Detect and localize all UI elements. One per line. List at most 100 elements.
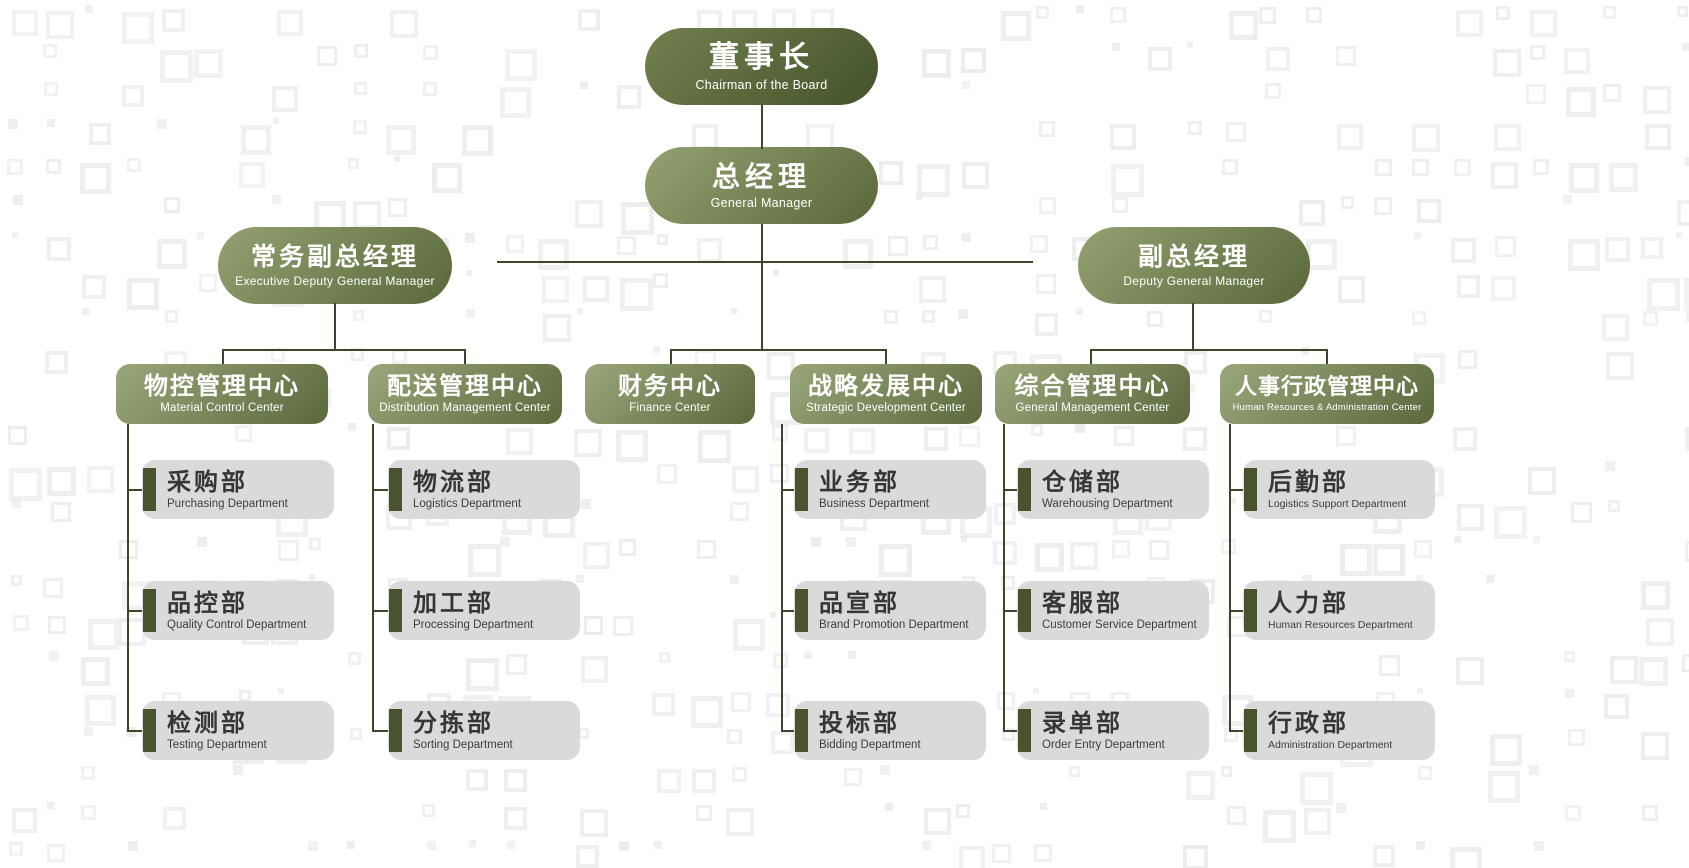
decorative-square (278, 688, 285, 695)
decorative-square (507, 840, 516, 849)
decorative-square (1456, 504, 1484, 532)
connector-line (334, 303, 336, 351)
decorative-square (1563, 651, 1575, 663)
decorative-square (1148, 540, 1169, 561)
department-title: 品控部 (167, 590, 248, 618)
decorative-square (1643, 310, 1659, 326)
connector-stub (781, 730, 796, 732)
decorative-square (1530, 10, 1558, 37)
decorative-square (1034, 312, 1058, 336)
decorative-square (46, 237, 71, 262)
center-title: 物控管理中心 (144, 372, 300, 400)
decorative-square (390, 10, 419, 39)
decorative-square (1413, 539, 1432, 558)
node-title: 董事长 (709, 41, 814, 75)
decorative-square (845, 537, 856, 548)
node-deputy-general-manager: 副总经理 Deputy General Manager (1078, 227, 1310, 304)
decorative-square (6, 159, 23, 176)
department-accent-bar (389, 709, 402, 752)
decorative-square (469, 840, 477, 848)
node-subtitle: Deputy General Manager (1123, 273, 1265, 288)
department-accent-bar (795, 589, 808, 632)
decorative-square (1529, 765, 1540, 776)
decorative-square (1182, 427, 1207, 452)
department-title: 加工部 (413, 590, 494, 618)
decorative-square (12, 9, 39, 36)
decorative-square (465, 657, 499, 691)
decorative-square (804, 650, 813, 659)
decorative-square (692, 769, 717, 794)
center-subtitle: Strategic Development Center (806, 402, 966, 415)
department-accent-bar (389, 468, 402, 511)
decorative-square (961, 47, 987, 73)
decorative-square (618, 539, 636, 557)
decorative-square (11, 232, 18, 239)
decorative-square (1000, 576, 1015, 591)
decorative-square (81, 766, 96, 781)
decorative-square (1526, 84, 1547, 105)
decorative-square (962, 162, 990, 190)
decorative-square (843, 767, 862, 786)
decorative-square (1451, 237, 1477, 263)
decorative-square (9, 842, 24, 857)
decorative-square (1336, 46, 1357, 67)
connector-stub (372, 489, 390, 491)
decorative-square (580, 808, 609, 837)
decorative-square (277, 540, 299, 562)
department-subtitle: Order Entry Department (1042, 738, 1165, 751)
decorative-square (49, 651, 60, 662)
decorative-square (1259, 310, 1273, 324)
decorative-square (731, 766, 747, 782)
connector-line (1003, 424, 1005, 731)
decorative-square (1221, 765, 1233, 777)
decorative-square (163, 196, 180, 213)
department-subtitle: Sorting Department (413, 738, 513, 751)
department-title: 仓储部 (1042, 469, 1123, 497)
connector-stub (127, 730, 144, 732)
node-title: 副总经理 (1137, 243, 1250, 272)
decorative-square (1494, 236, 1516, 258)
decorative-square (1337, 123, 1363, 150)
decorative-square (45, 158, 61, 174)
decorative-square (1187, 384, 1196, 393)
decorative-square (506, 428, 534, 456)
decorative-square (80, 163, 112, 195)
department-title: 物流部 (413, 469, 494, 497)
decorative-square (1374, 197, 1393, 216)
decorative-square (468, 543, 502, 577)
department-accent-bar (1244, 468, 1257, 511)
department-subtitle: Quality Control Department (167, 618, 307, 631)
center-subtitle: Finance Center (629, 402, 711, 415)
department-subtitle: Bidding Department (819, 738, 921, 751)
decorative-square (1113, 426, 1134, 446)
decorative-square (652, 346, 660, 354)
connector-line (761, 224, 763, 351)
decorative-square (653, 840, 662, 849)
decorative-square (1111, 196, 1128, 213)
decorative-square (1642, 86, 1671, 115)
decorative-square (353, 44, 368, 59)
connector-stub (127, 489, 144, 491)
decorative-square (11, 575, 23, 587)
connector-line (1090, 349, 1092, 366)
decorative-square (922, 234, 938, 250)
decorative-square (770, 731, 794, 755)
connector-line (885, 349, 887, 366)
connector-stub (1229, 489, 1245, 491)
decorative-square (348, 652, 362, 666)
department-subtitle: Customer Service Department (1042, 618, 1197, 631)
decorative-square (1074, 423, 1085, 434)
decorative-square (583, 275, 610, 302)
decorative-square (1450, 847, 1483, 868)
connector-line (781, 424, 783, 731)
decorative-square (353, 200, 382, 229)
